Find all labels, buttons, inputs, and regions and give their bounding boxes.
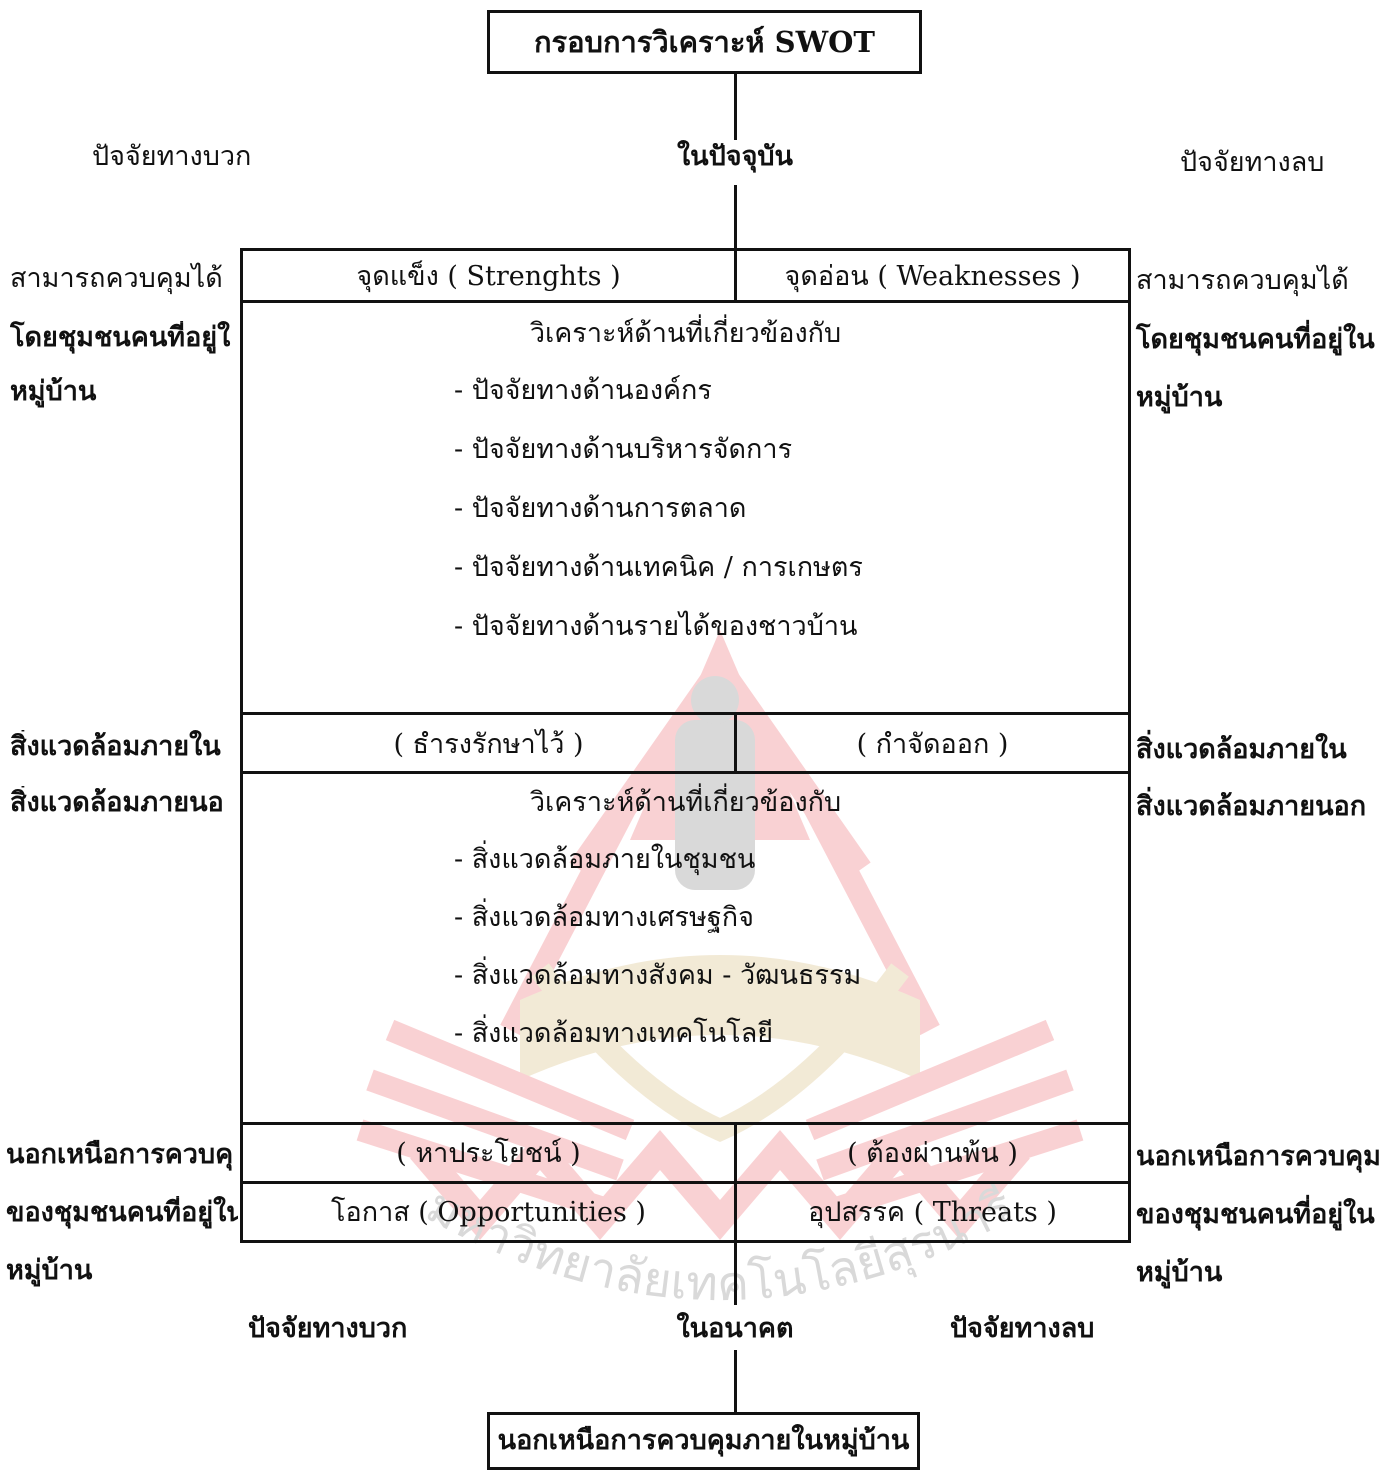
vdivider-bottom [734,1122,737,1243]
internal-item: - ปัจจัยทางด้านองค์กร [454,375,712,406]
left-environment-line-1: สิ่งแวดล้อมภายใน [10,731,221,762]
external-item: - สิ่งแวดล้อมภายในชุมชน [454,844,756,875]
divider-strengths [240,300,1131,303]
left-uncontrollable-line-2: ของชุมชนคนที่อยู่ใน [6,1197,238,1228]
vdivider-middle [734,712,737,774]
left-controllable-line-2: โดยชุมชนคนที่อยู่ใ [10,322,231,353]
future-positive-label: ปัจจัยทางบวก [248,1313,408,1344]
right-controllable-line-3: หมู่บ้าน [1136,382,1223,413]
connector-future [734,1240,737,1305]
left-controllable-line-1: สามารถควบคุมได้ [10,263,223,294]
vdivider-top [734,248,737,302]
right-uncontrollable-line-1: นอกเหนือการควบคุม [1136,1141,1381,1172]
external-item: - สิ่งแวดล้อมทางสังคม - วัฒนธรรม [454,960,862,991]
internal-item: - ปัจจัยทางด้านการตลาด [454,493,747,524]
bottom-title: นอกเหนือการควบคุมภายในหมู่บ้าน [497,1425,910,1456]
present-label: ในปัจจุบัน [676,141,793,172]
bottom-title-box [487,1412,920,1470]
present-positive-label: ปัจจัยทางบวก [92,141,252,172]
right-uncontrollable-line-2: ของชุมชนคนที่อยู่ใน [1136,1199,1375,1230]
strengths-header: จุดแข็ง ( Strenghts ) [356,261,621,292]
connector-bottom [734,1350,737,1414]
overcome-label: ( ต้องผ่านพ้น ) [847,1138,1018,1169]
right-environment-line-1: สิ่งแวดล้อมภายใน [1136,734,1347,765]
left-uncontrollable-line-1: นอกเหนือการควบคุ [6,1139,234,1170]
divider-external-top [240,771,1131,774]
divider-external-bottom [240,1122,1131,1125]
weaknesses-header: จุดอ่อน ( Weaknesses ) [784,261,1081,292]
external-item: - สิ่งแวดล้อมทางเศรษฐกิจ [454,902,754,933]
right-environment-line-2: สิ่งแวดล้อมภายนอก [1136,791,1367,822]
exploit-label: ( หาประโยชน์ ) [396,1138,581,1169]
divider-internal-bottom [240,712,1131,715]
future-negative-label: ปัจจัยทางลบ [950,1313,1095,1344]
left-uncontrollable-line-3: หมู่บ้าน [6,1255,93,1286]
opportunities-header: โอกาส ( Opportunities ) [331,1197,646,1228]
connector-top [734,72,737,140]
left-controllable-line-3: หมู่บ้าน [10,376,97,407]
internal-item: - ปัจจัยทางด้านบริหารจัดการ [454,434,793,465]
keep-label: ( ธำรงรักษาไว้ ) [393,729,584,760]
threats-header: อุปสรรค ( Threats ) [808,1197,1057,1228]
remove-label: ( กำจัดออก ) [856,729,1009,760]
right-uncontrollable-line-3: หมู่บ้าน [1136,1257,1223,1288]
top-title: กรอบการวิเคราะห์ SWOT [534,25,875,59]
connector-present [734,185,737,250]
top-title-box [487,10,922,74]
internal-item: - ปัจจัยทางด้านรายได้ของชาวบ้าน [454,611,858,642]
right-controllable-line-1: สามารถควบคุมได้ [1136,265,1349,296]
right-controllable-line-2: โดยชุมชนคนที่อยู่ใน [1136,324,1375,355]
internal-item: - ปัจจัยทางด้านเทคนิค / การเกษตร [454,552,863,583]
left-environment-line-2: สิ่งแวดล้อมภายนอ [10,787,224,818]
internal-heading: วิเคราะห์ด้านที่เกี่ยวข้องกับ [529,318,842,349]
divider-opportunities [240,1181,1131,1184]
external-item: - สิ่งแวดล้อมทางเทคโนโลยี [454,1018,774,1049]
external-heading: วิเคราะห์ด้านที่เกี่ยวข้องกับ [529,787,842,818]
swot-matrix [240,248,1131,1243]
future-label: ในอนาคต [676,1313,794,1344]
present-negative-label: ปัจจัยทางลบ [1180,147,1325,178]
